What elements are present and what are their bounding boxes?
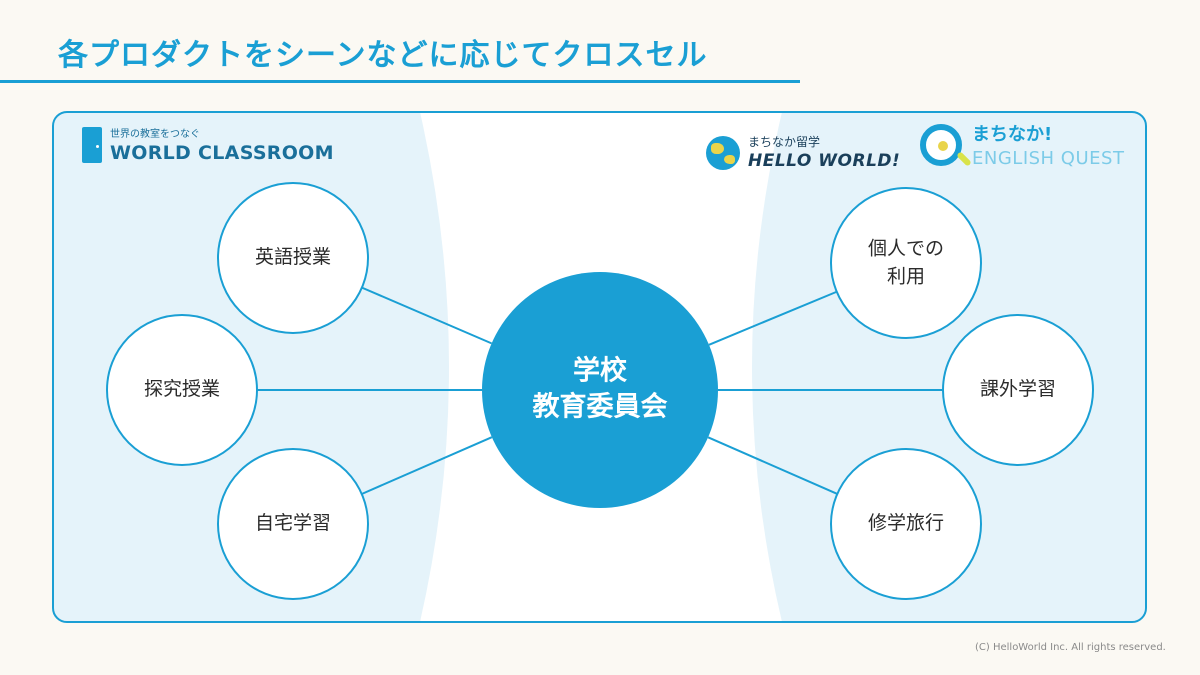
hub-circle <box>482 272 718 508</box>
node-label-personal-use: 個人での 利用 <box>867 237 945 287</box>
node-circle-english-class <box>217 182 369 334</box>
node-label-extracurricular: 課外学習 <box>979 378 1057 401</box>
magnifier-icon <box>920 124 962 166</box>
connectors <box>257 286 943 495</box>
connector-line-3 <box>708 290 838 346</box>
copyright-notice: (C) HelloWorld Inc. All rights reserved. <box>975 642 1166 653</box>
node-circle-extracurricular <box>942 314 1094 466</box>
node-circle-inquiry-class <box>106 314 258 466</box>
node-circles <box>106 182 1094 600</box>
hello-world-tagline: まちなか留学 <box>748 135 821 149</box>
slide-title: 各プロダクトをシーンなどに応じてクロスセル <box>58 38 708 73</box>
english-quest-name: ENGLISH QUEST <box>972 148 1125 169</box>
node-circle-personal-use <box>830 187 982 339</box>
node-label-inquiry-class: 探究授業 <box>143 378 221 401</box>
node-label-home-study: 自宅学習 <box>254 512 332 535</box>
connector-line-2 <box>361 436 493 495</box>
door-icon <box>82 127 102 163</box>
panel-border <box>52 111 1147 623</box>
connector-line-5 <box>707 436 838 495</box>
hub-label: 学校 教育委員会 <box>532 355 668 423</box>
world-classroom-tagline: 世界の教室をつなぐ <box>110 129 200 140</box>
hello-world-name: HELLO WORLD! <box>748 151 901 171</box>
connector-line-0 <box>361 286 492 345</box>
title-underline <box>0 80 800 83</box>
globe-icon <box>706 136 740 170</box>
node-label-school-trip: 修学旅行 <box>867 512 945 535</box>
world-classroom-name: WORLD CLASSROOM <box>110 142 334 164</box>
english-quest-tagline: まちなか! <box>972 124 1053 145</box>
node-circle-home-study <box>217 448 369 600</box>
node-circle-school-trip <box>830 448 982 600</box>
node-label-english-class: 英語授業 <box>254 246 332 269</box>
